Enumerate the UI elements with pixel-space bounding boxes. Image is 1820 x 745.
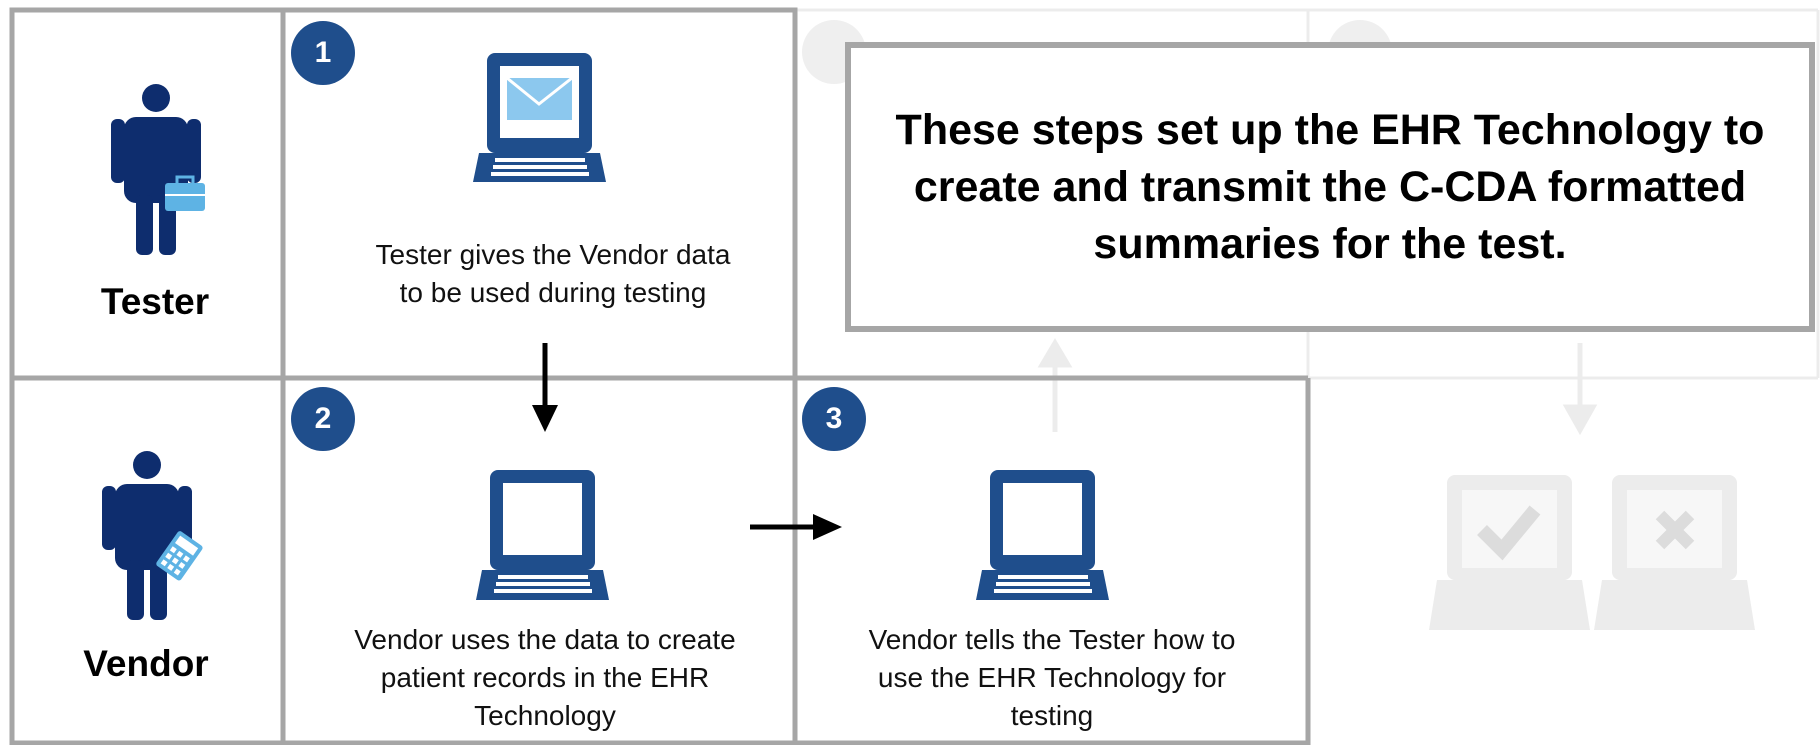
summary-callout: These steps set up the EHR Technology to… <box>845 42 1815 332</box>
laptop-icon <box>976 470 1109 600</box>
calculator-icon <box>156 531 203 581</box>
step-2-badge: 2 <box>291 387 355 451</box>
laptop-email-icon <box>473 53 606 182</box>
step-2-text: Vendor uses the data to create patient r… <box>354 624 736 731</box>
callout-text: These steps set up the EHR Technology to… <box>895 105 1765 268</box>
faded-laptop-checkmark-icon <box>1429 475 1590 630</box>
tester-label: Tester <box>100 281 210 322</box>
vendor-label: Vendor <box>83 643 209 684</box>
step-3-badge: 3 <box>802 387 866 451</box>
faded-laptop-x-icon <box>1594 475 1755 630</box>
arrow-right-icon <box>750 514 842 540</box>
faded-arrow-down <box>1562 343 1598 436</box>
tester-person-icon <box>111 84 201 255</box>
laptop-icon <box>476 470 609 600</box>
process-table-frame <box>9 7 1311 745</box>
step-1-text: Tester gives the Vendor data to be used … <box>375 239 731 308</box>
faded-arrow-up <box>1037 338 1073 432</box>
arrow-down-icon <box>532 343 558 432</box>
briefcase-icon <box>165 175 205 211</box>
vendor-person-icon <box>102 451 192 620</box>
step-1-badge: 1 <box>291 21 355 85</box>
step-3-text: Vendor tells the Tester how to use the E… <box>868 624 1236 731</box>
